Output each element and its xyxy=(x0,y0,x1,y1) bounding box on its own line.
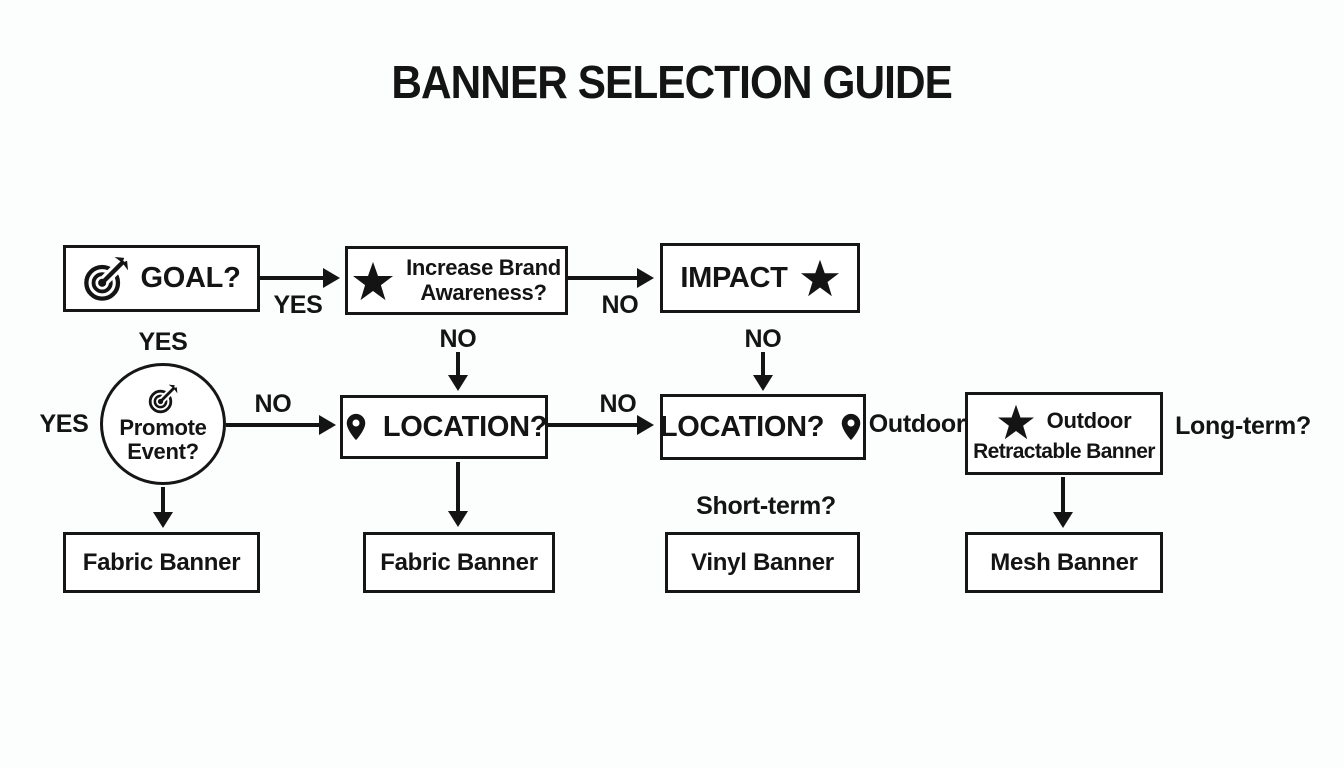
brand-awareness-node: Increase Brand Awareness? xyxy=(345,246,568,315)
location-right-node: LOCATION? xyxy=(660,394,866,460)
fabric-banner-mid-node: Fabric Banner xyxy=(363,532,555,593)
edge-label-no: NO xyxy=(599,390,637,418)
edge-label-outdoor: Outdoor xyxy=(868,410,966,438)
edge-label-no: NO xyxy=(439,325,477,353)
target-icon xyxy=(148,383,178,414)
arrow-impact-to-location xyxy=(753,352,773,391)
fabric-banner-left-node: Fabric Banner xyxy=(63,532,260,593)
star-icon xyxy=(997,404,1035,440)
impact-node: IMPACT xyxy=(660,243,860,313)
location-mid-label: LOCATION? xyxy=(382,410,548,443)
promote-label-line2: Event? xyxy=(127,439,199,464)
location-mid-node: LOCATION? xyxy=(340,395,548,459)
outdoor-label-line1: Outdoor xyxy=(1046,408,1132,434)
location-pin-icon xyxy=(836,410,866,444)
edge-label-yes: YES xyxy=(39,410,89,438)
edge-label-yes: YES xyxy=(138,328,188,356)
fabric-banner-label: Fabric Banner xyxy=(82,548,241,576)
promote-event-node: Promote Event? xyxy=(100,363,226,485)
title-wrap: BANNER SELECTION GUIDE xyxy=(0,55,1344,109)
edge-label-no: NO xyxy=(601,291,639,319)
page-title: BANNER SELECTION GUIDE xyxy=(391,56,953,108)
outdoor-retractable-node: Outdoor Retractable Banner xyxy=(965,392,1163,475)
arrow-brand-to-location xyxy=(448,352,468,391)
mesh-banner-node: Mesh Banner xyxy=(965,532,1163,593)
vinyl-banner-label: Vinyl Banner xyxy=(691,548,834,576)
brand-label-line2: Awareness? xyxy=(420,279,547,305)
edge-label-short-term: Short-term? xyxy=(696,492,836,520)
edge-label-long-term: Long-term? xyxy=(1175,412,1311,440)
arrow-promote-to-location xyxy=(226,415,336,435)
outdoor-label-line2: Retractable Banner xyxy=(973,439,1155,463)
mesh-banner-label: Mesh Banner xyxy=(990,548,1138,576)
promote-label-line1: Promote xyxy=(119,414,207,440)
target-icon xyxy=(83,255,129,302)
star-icon xyxy=(352,261,394,301)
arrow-goal-to-brand xyxy=(260,268,340,288)
arrow-promote-to-fabric xyxy=(153,487,173,528)
edge-label-no: NO xyxy=(744,325,782,353)
arrow-location-to-fabric xyxy=(448,462,468,527)
brand-label-line1: Increase Brand xyxy=(406,254,561,280)
impact-label: IMPACT xyxy=(680,261,788,294)
edge-label-no: NO xyxy=(254,390,292,418)
goal-node: GOAL? xyxy=(63,245,260,312)
arrow-outdoor-to-mesh xyxy=(1053,477,1073,528)
goal-label: GOAL? xyxy=(140,262,241,294)
location-pin-icon xyxy=(341,410,371,444)
vinyl-banner-node: Vinyl Banner xyxy=(665,532,860,593)
fabric-banner-label: Fabric Banner xyxy=(380,548,538,576)
star-icon xyxy=(800,259,840,297)
arrow-brand-to-impact xyxy=(568,268,654,288)
arrow-location-to-location xyxy=(548,415,654,435)
location-right-label: LOCATION? xyxy=(659,410,825,443)
edge-label-yes: YES xyxy=(273,291,323,319)
